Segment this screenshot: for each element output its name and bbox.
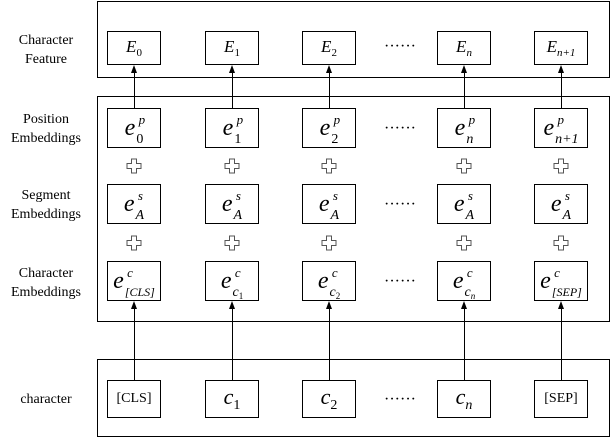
arrow-input-to-embedding-2-head xyxy=(325,301,332,309)
arrow-embedding-to-feature-1 xyxy=(231,72,233,108)
plus-icon-seg-char-4 xyxy=(553,235,569,251)
arrow-embedding-to-feature-4 xyxy=(560,72,562,108)
arrow-input-to-embedding-4-head xyxy=(557,301,564,309)
segment-ellipsis: ······ xyxy=(384,196,416,213)
char-emb-ellipsis: ······ xyxy=(384,273,416,290)
arrow-input-to-embedding-0 xyxy=(133,308,135,380)
plus-icon-pos-seg-3 xyxy=(456,158,472,174)
arrow-embedding-to-feature-4-head xyxy=(557,65,564,73)
input-box-sep: [SEP] xyxy=(534,380,588,418)
arrow-embedding-to-feature-2-head xyxy=(325,65,332,73)
arrow-embedding-to-feature-0-head xyxy=(130,65,137,73)
arrow-input-to-embedding-0-head xyxy=(130,301,137,309)
arrow-input-to-embedding-3 xyxy=(463,308,465,380)
plus-icon-seg-char-0 xyxy=(126,235,142,251)
arrow-input-to-embedding-4 xyxy=(560,308,562,380)
input-ellipsis: ······ xyxy=(384,391,416,408)
arrow-embedding-to-feature-3-head xyxy=(460,65,467,73)
row-label-position-embeddings: Position Embeddings xyxy=(11,112,81,146)
row-label-character: character xyxy=(20,392,72,407)
feature-box-1: E1 xyxy=(205,31,259,65)
row-label-character-feature: Character Feature xyxy=(18,33,74,67)
plus-icon-pos-seg-1 xyxy=(224,158,240,174)
input-box-c1: c1 xyxy=(205,380,259,418)
plus-icon-seg-char-1 xyxy=(224,235,240,251)
feature-box-0: E0 xyxy=(107,31,161,65)
position-ellipsis: ······ xyxy=(384,120,416,137)
feature-box-2: E2 xyxy=(302,31,356,65)
arrow-input-to-embedding-1 xyxy=(231,308,233,380)
row-label-segment-embeddings: Segment Embeddings xyxy=(11,188,81,222)
arrow-embedding-to-feature-0 xyxy=(133,72,135,108)
feature-ellipsis: ······ xyxy=(384,38,416,55)
input-box-cls: [CLS] xyxy=(107,380,161,418)
feature-box-n: En xyxy=(437,31,491,65)
arrow-input-to-embedding-2 xyxy=(328,308,330,380)
plus-icon-seg-char-2 xyxy=(321,235,337,251)
plus-icon-pos-seg-2 xyxy=(321,158,337,174)
input-box-c2: c2 xyxy=(302,380,356,418)
row-label-character-embeddings: Character Embeddings xyxy=(11,266,81,300)
plus-icon-pos-seg-4 xyxy=(553,158,569,174)
arrow-embedding-to-feature-2 xyxy=(328,72,330,108)
input-box-cn: cn xyxy=(437,380,491,418)
arrow-input-to-embedding-1-head xyxy=(228,301,235,309)
feature-box-n-plus-1: En+1 xyxy=(534,31,588,65)
plus-icon-pos-seg-0 xyxy=(126,158,142,174)
plus-icon-seg-char-3 xyxy=(456,235,472,251)
arrow-embedding-to-feature-3 xyxy=(463,72,465,108)
arrow-embedding-to-feature-1-head xyxy=(228,65,235,73)
arrow-input-to-embedding-3-head xyxy=(460,301,467,309)
